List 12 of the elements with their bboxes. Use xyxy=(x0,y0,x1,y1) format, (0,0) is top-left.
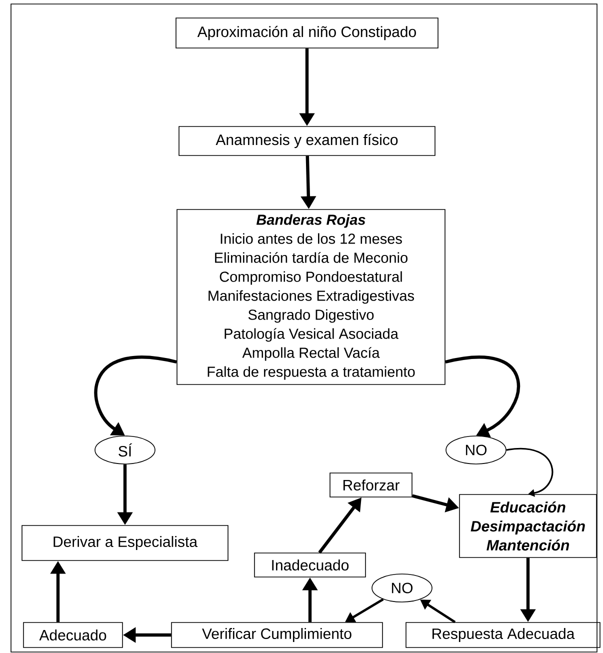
process-box: Derivar a Especialista xyxy=(22,525,228,561)
process-box: Inadecuado xyxy=(254,552,366,578)
process-box: Educación Desimpactación Mantención xyxy=(459,494,597,558)
process-box: Reforzar xyxy=(330,472,412,498)
process-box: Aproximación al niño Constipado xyxy=(176,18,438,48)
process-box: Banderas Rojas Inicio antes de los 12 meses Eliminación tardía de Meconio Compromiso Pondoestatural Manifestaciones Extradigestivas Sangrado Digestivo Patología Vesical Asociada Ampolla Rectal Vacía Falta de respuesta a tratamiento xyxy=(176,209,446,385)
arrow xyxy=(506,448,554,497)
arrow xyxy=(445,356,520,438)
process-box: Adecuado xyxy=(23,622,123,648)
process-box: Verificar Cumplimiento xyxy=(171,622,383,648)
process-box: Anamnesis y examen físico xyxy=(178,126,436,156)
process-box: Respuesta Adecuada xyxy=(406,622,600,648)
